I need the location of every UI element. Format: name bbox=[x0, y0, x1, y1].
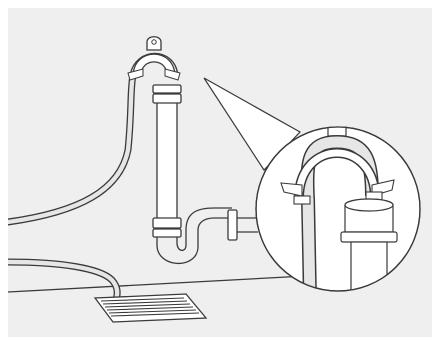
standpipe-icon bbox=[152, 84, 182, 238]
wall-hook-icon bbox=[146, 36, 162, 51]
floor-drain-icon bbox=[93, 293, 208, 323]
detail-callout-icon bbox=[255, 126, 421, 292]
floor-drain-hose-icon bbox=[4, 258, 121, 304]
hose-clip-icon bbox=[127, 53, 181, 81]
p-trap-icon bbox=[156, 207, 258, 265]
